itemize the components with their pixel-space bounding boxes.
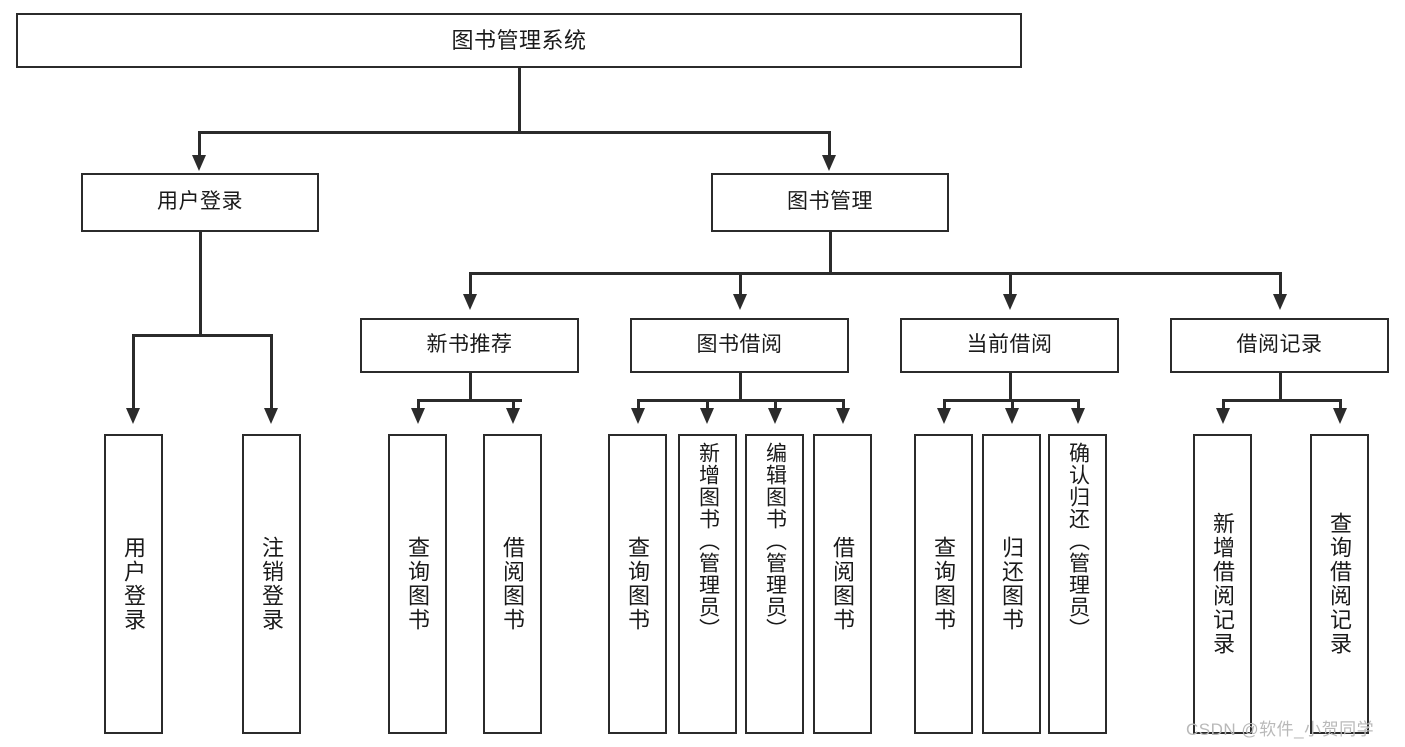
- connector-nbr-stem: [469, 373, 472, 401]
- node-label: 图书管理系统: [451, 27, 587, 53]
- node-book-borrow[interactable]: 图书借阅: [630, 318, 849, 373]
- node-label: 归还图书: [999, 536, 1025, 632]
- connector-user-login-child-2: [270, 334, 273, 410]
- arrowhead-bb-query-book: [631, 408, 645, 424]
- connector-book-manage-bar: [469, 272, 1280, 275]
- connector-bb-child-4: [842, 399, 845, 410]
- connector-bm-child-4: [1279, 272, 1282, 296]
- arrowhead-new-book: [463, 294, 477, 310]
- arrowhead-book-manage: [822, 155, 836, 171]
- arrowhead-book-borrow: [733, 294, 747, 310]
- arrowhead-br-add-record: [1216, 408, 1230, 424]
- arrowhead-bb-edit-book: [768, 408, 782, 424]
- connector-br-bar: [1222, 399, 1341, 402]
- leaf-bb-edit-book[interactable]: 编辑图书（管理员）: [745, 434, 804, 734]
- connector-user-login-bar: [132, 334, 272, 337]
- connector-br-stem: [1279, 373, 1282, 401]
- connector-cb-bar: [943, 399, 1078, 402]
- connector-br-child-2: [1339, 399, 1342, 410]
- arrowhead-bb-add-book: [700, 408, 714, 424]
- leaf-nbr-borrow-book[interactable]: 借阅图书: [483, 434, 542, 734]
- connector-user-login-child-1: [132, 334, 135, 410]
- leaf-bb-borrow-book[interactable]: 借阅图书: [813, 434, 872, 734]
- arrowhead-br-query-record: [1333, 408, 1347, 424]
- connector-bm-child-1: [469, 272, 472, 296]
- connector-nbr-bar: [417, 399, 522, 402]
- connector-bb-child-3: [774, 399, 777, 410]
- leaf-br-add-record[interactable]: 新增借阅记录: [1193, 434, 1252, 734]
- arrowhead-nbr-query-book: [411, 408, 425, 424]
- connector-bm-child-3: [1009, 272, 1012, 296]
- node-root-system[interactable]: 图书管理系统: [16, 13, 1022, 68]
- node-label: 借阅记录: [1236, 333, 1323, 357]
- node-label: 用户登录: [157, 190, 243, 214]
- node-book-management[interactable]: 图书管理: [711, 173, 949, 232]
- connector-nbr-child-1: [417, 399, 420, 410]
- connector-book-manage-stem: [829, 232, 832, 274]
- connector-cb-child-3: [1077, 399, 1080, 410]
- node-label: 新增图书（管理员）: [696, 442, 720, 640]
- node-new-book-recommend[interactable]: 新书推荐: [360, 318, 579, 373]
- connector-cb-child-1: [943, 399, 946, 410]
- node-label: 查询图书: [931, 536, 957, 632]
- node-current-borrow[interactable]: 当前借阅: [900, 318, 1119, 373]
- node-label: 借阅图书: [830, 536, 856, 632]
- connector-user-login-stem: [199, 232, 202, 336]
- arrowhead-bb-borrow-book: [836, 408, 850, 424]
- arrowhead-current-borrow: [1003, 294, 1017, 310]
- leaf-bb-query-book[interactable]: 查询图书: [608, 434, 667, 734]
- leaf-logout[interactable]: 注销登录: [242, 434, 301, 734]
- node-label: 查询借阅记录: [1327, 512, 1353, 656]
- node-label: 确认归还（管理员）: [1066, 442, 1090, 640]
- leaf-nbr-query-book[interactable]: 查询图书: [388, 434, 447, 734]
- arrowhead-leaf-user-login: [126, 408, 140, 424]
- connector-bb-child-2: [706, 399, 709, 410]
- connector-bm-child-2: [739, 272, 742, 296]
- connector-cb-child-2: [1011, 399, 1014, 410]
- arrowhead-nbr-borrow-book: [506, 408, 520, 424]
- arrowhead-cb-return-book: [1005, 408, 1019, 424]
- connector-root-to-book-manage: [828, 131, 831, 157]
- node-label: 新书推荐: [426, 333, 513, 357]
- connector-root-to-user-login: [198, 131, 201, 157]
- node-label: 查询图书: [625, 536, 651, 632]
- leaf-cb-query-book[interactable]: 查询图书: [914, 434, 973, 734]
- connector-cb-stem: [1009, 373, 1012, 401]
- connector-root-bar: [198, 131, 830, 134]
- node-label: 用户登录: [121, 536, 147, 632]
- leaf-user-login[interactable]: 用户登录: [104, 434, 163, 734]
- node-user-login[interactable]: 用户登录: [81, 173, 319, 232]
- connector-bb-stem: [739, 373, 742, 401]
- connector-br-child-1: [1222, 399, 1225, 410]
- connector-root-stem: [518, 68, 521, 133]
- leaf-cb-return-book[interactable]: 归还图书: [982, 434, 1041, 734]
- node-label: 借阅图书: [500, 536, 526, 632]
- node-label: 当前借阅: [966, 333, 1053, 357]
- node-label: 查询图书: [405, 536, 431, 632]
- arrowhead-leaf-logout: [264, 408, 278, 424]
- leaf-cb-confirm-return[interactable]: 确认归还（管理员）: [1048, 434, 1107, 734]
- node-label: 编辑图书（管理员）: [763, 442, 787, 640]
- node-label: 图书管理: [787, 190, 873, 214]
- leaf-bb-add-book[interactable]: 新增图书（管理员）: [678, 434, 737, 734]
- connector-bb-bar: [637, 399, 843, 402]
- connector-nbr-child-2: [512, 399, 515, 410]
- csdn-watermark: CSDN @软件_小贺同学: [1186, 720, 1375, 739]
- connector-bb-child-1: [637, 399, 640, 410]
- arrowhead-cb-query-book: [937, 408, 951, 424]
- node-borrow-record[interactable]: 借阅记录: [1170, 318, 1389, 373]
- node-label: 图书借阅: [696, 333, 783, 357]
- arrowhead-borrow-record: [1273, 294, 1287, 310]
- node-label: 新增借阅记录: [1210, 512, 1236, 656]
- leaf-br-query-record[interactable]: 查询借阅记录: [1310, 434, 1369, 734]
- arrowhead-user-login: [192, 155, 206, 171]
- arrowhead-cb-confirm-return: [1071, 408, 1085, 424]
- node-label: 注销登录: [259, 536, 285, 632]
